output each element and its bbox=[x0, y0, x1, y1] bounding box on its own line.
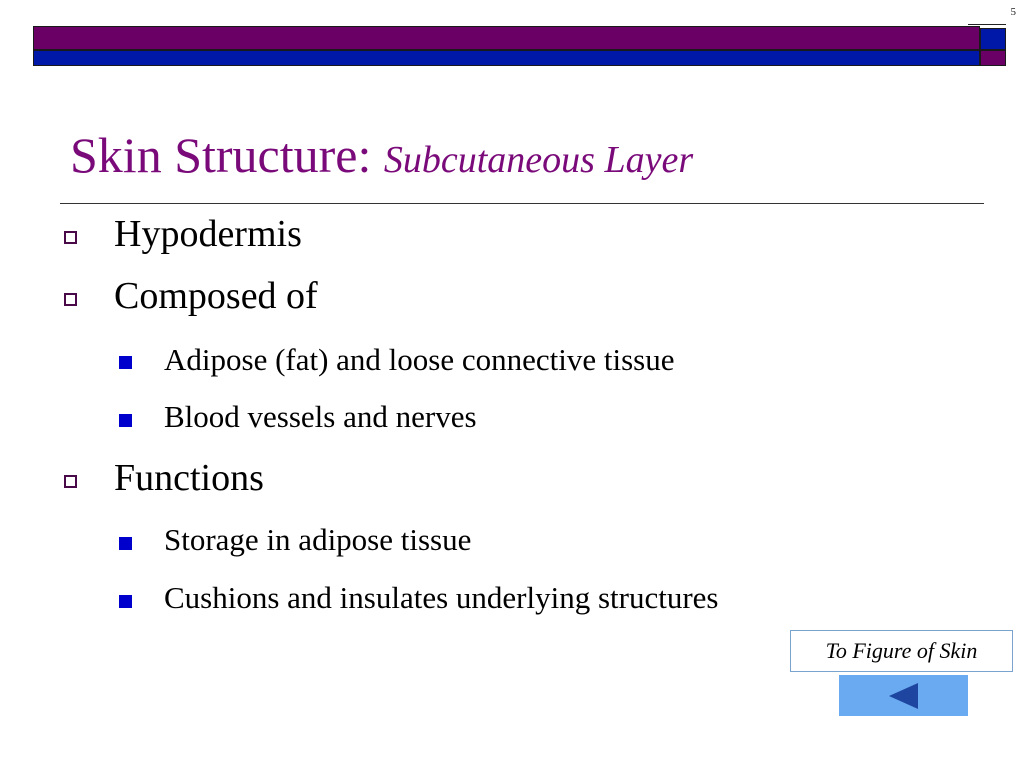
triangle-left-icon bbox=[839, 675, 968, 716]
filled-square-bullet-icon bbox=[119, 356, 132, 369]
filled-square-bullet-icon bbox=[119, 595, 132, 608]
link-label: To Figure of Skin bbox=[825, 638, 978, 663]
title-divider bbox=[60, 203, 984, 204]
header-hairline bbox=[968, 24, 1006, 25]
hollow-square-bullet-icon bbox=[64, 231, 77, 244]
header-bar-blue bbox=[33, 50, 980, 66]
bullet-item: Composed of bbox=[114, 275, 318, 317]
sub-bullet-item: Cushions and insulates underlying struct… bbox=[164, 580, 719, 615]
filled-square-bullet-icon bbox=[119, 537, 132, 550]
hollow-square-bullet-icon bbox=[64, 475, 77, 488]
sub-bullet-item: Adipose (fat) and loose connective tissu… bbox=[164, 342, 675, 377]
slide-number: 5 bbox=[1010, 6, 1017, 18]
hollow-square-bullet-icon bbox=[64, 293, 77, 306]
figure-of-skin-link[interactable]: To Figure of Skin bbox=[790, 630, 1013, 672]
sub-bullet-item: Storage in adipose tissue bbox=[164, 522, 472, 557]
header-square-purple bbox=[980, 50, 1006, 66]
bullet-item: Hypodermis bbox=[114, 213, 302, 255]
title-main: Skin Structure: bbox=[70, 127, 372, 183]
filled-square-bullet-icon bbox=[119, 414, 132, 427]
bullet-item: Functions bbox=[114, 457, 264, 499]
title-subtitle: Subcutaneous Layer bbox=[383, 139, 694, 181]
header-bar-purple bbox=[33, 26, 980, 50]
slide-title: Skin Structure: Subcutaneous Layer bbox=[70, 128, 693, 183]
header-square-blue bbox=[980, 28, 1006, 50]
sub-bullet-item: Blood vessels and nerves bbox=[164, 399, 477, 434]
back-button[interactable] bbox=[839, 675, 968, 716]
